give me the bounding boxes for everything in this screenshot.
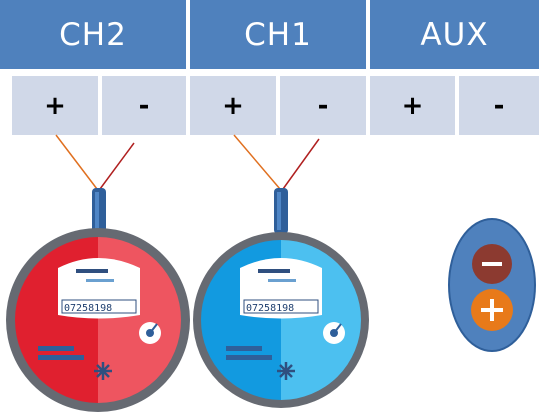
wire-ch1-minus <box>282 138 320 190</box>
terminal-ch2-plus: + <box>12 76 98 135</box>
meter-cable-highlight <box>277 192 281 230</box>
star-icon <box>94 362 112 380</box>
battery-body <box>448 218 536 352</box>
terminal-label: - <box>317 90 329 121</box>
terminal-label: - <box>138 90 150 121</box>
terminal-ch2-minus: - <box>102 76 186 135</box>
channel-label: AUX <box>420 16 489 53</box>
terminal-label: + <box>44 90 66 121</box>
battery-icon <box>448 218 536 352</box>
meter-counter <box>61 299 137 314</box>
terminal-label: + <box>222 90 244 121</box>
terminal-aux-plus: + <box>370 76 455 135</box>
meter-cable-highlight <box>95 192 99 230</box>
channel-header-ch2: CH2 <box>0 0 186 69</box>
meter-counter <box>243 299 319 314</box>
channel-label: CH1 <box>244 16 312 53</box>
terminal-ch1-plus: + <box>190 76 276 135</box>
cold-water-meter: 07258198 <box>193 188 369 408</box>
terminal-ch1-minus: - <box>280 76 366 135</box>
channel-label: CH2 <box>59 16 127 53</box>
terminal-label: - <box>493 90 505 121</box>
star-icon <box>277 362 295 380</box>
terminal-label: + <box>401 90 424 121</box>
meter-reading: 07258198 <box>246 303 294 314</box>
meter-reading: 07258198 <box>64 303 112 314</box>
wire-ch2-plus <box>55 134 98 190</box>
wire-ch1-plus <box>233 134 281 190</box>
hot-water-meter: 07258198 <box>6 188 190 412</box>
channel-header-aux: AUX <box>370 0 539 69</box>
wire-ch2-minus <box>99 142 135 190</box>
channel-header-ch1: CH1 <box>190 0 366 69</box>
terminal-aux-minus: - <box>459 76 539 135</box>
